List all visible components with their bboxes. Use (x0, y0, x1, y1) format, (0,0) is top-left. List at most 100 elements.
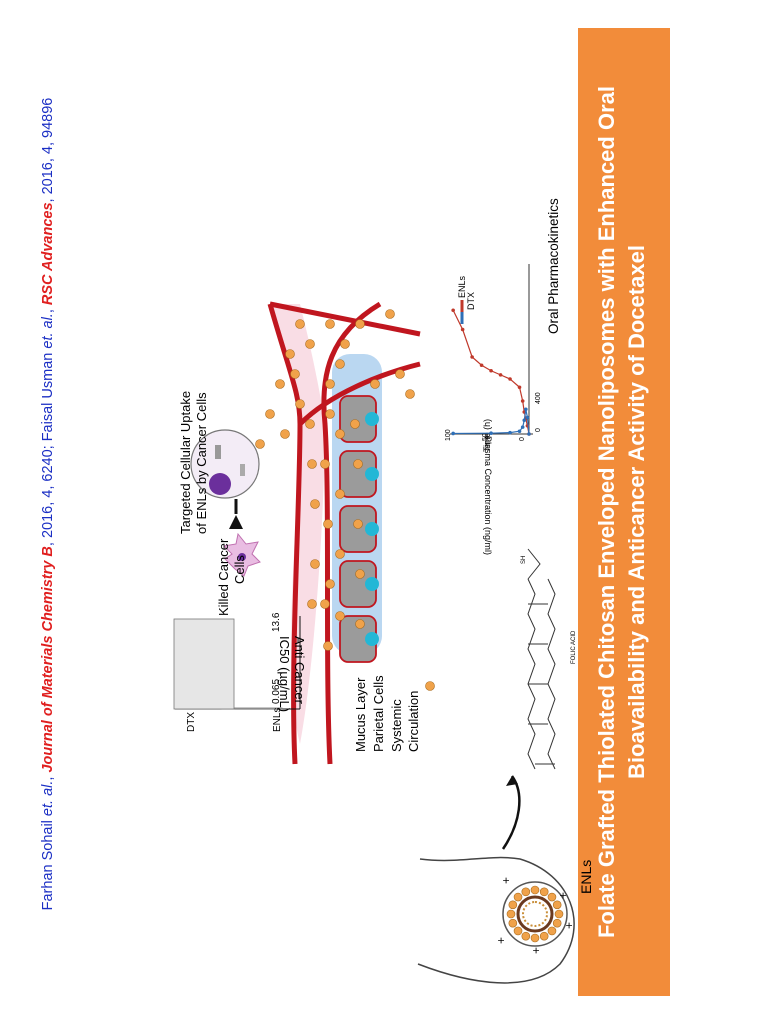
arrow-head (506, 776, 518, 786)
vessel-wall-upper (267, 303, 303, 765)
nucleus (365, 412, 379, 426)
enl-particle (265, 409, 275, 419)
enl-particle (335, 611, 345, 621)
killed-label-1: Killed Cancer (216, 538, 231, 616)
pk-point-dtx (517, 429, 522, 434)
enl-particle (305, 419, 315, 429)
pk-point-dtx (527, 432, 531, 436)
cancer-cell-icon (190, 429, 260, 499)
enl-particle (307, 599, 317, 609)
lipid-particle (539, 931, 549, 941)
enl-particle (325, 379, 335, 389)
enl-particle (320, 599, 330, 609)
enl-particle (325, 579, 335, 589)
pk-point-enls (451, 308, 455, 313)
citation-etal-2: et. al. (40, 313, 56, 349)
lipid-particle (552, 900, 562, 910)
nucleus (365, 522, 379, 536)
ic50-ylabel: Anti Cancer IC50 (µg/mL) (277, 636, 307, 712)
enl-particle (275, 379, 285, 389)
citation: Farhan Sohail et. al., Journal of Materi… (40, 44, 56, 964)
systemic-label-2: Circulation (406, 691, 421, 752)
citation-sep: , (40, 772, 56, 781)
sh-label: SH (521, 556, 527, 564)
pk-point-enls (508, 377, 512, 381)
lipid-particle (521, 887, 531, 897)
lipid-particle (513, 892, 523, 902)
lipid-particle (552, 918, 562, 928)
targeted-label-1: Targeted Cellular Uptake (178, 391, 193, 534)
pk-point-enls (517, 385, 522, 390)
citation-authors: Farhan Sohail (40, 816, 56, 911)
pk-point-dtx (451, 431, 455, 436)
enl-particle (335, 489, 345, 499)
pk-chart-title: Oral Pharmacokinetics (546, 198, 561, 334)
targeted-label-2: of ENLs by Cancer Cells (194, 392, 209, 534)
enl-particle (325, 319, 335, 329)
pk-point-dtx (525, 415, 530, 420)
enl-particle (305, 339, 315, 349)
killed-label-2: Cells (232, 555, 247, 584)
nucleus (365, 467, 379, 481)
chitosan-structure (527, 548, 556, 770)
pk-x-tick-label-100: 100 (445, 429, 452, 441)
svg-text:+: + (562, 922, 576, 929)
enl-particle (405, 389, 415, 399)
enl-particle (323, 641, 333, 651)
enl-particle (325, 409, 335, 419)
pk-point-enls (520, 399, 525, 403)
nucleus (365, 632, 379, 646)
legend-enls-label: ENLs (457, 275, 467, 298)
enl-particle (355, 619, 365, 629)
lipid-particle (530, 933, 540, 943)
lipid-particle (554, 909, 564, 919)
lipid-particle (530, 885, 540, 895)
enl-particle (255, 439, 265, 449)
pk-point-enls (498, 373, 503, 377)
citation-etal: et. al. (40, 780, 56, 817)
enls-label: ENLs (578, 860, 594, 894)
enl-particle (425, 681, 435, 691)
svg-text:Anti Cancer: Anti Cancer (292, 636, 307, 705)
enl-particle (310, 499, 320, 509)
pk-point-enls (489, 368, 493, 373)
enl-particle (355, 569, 365, 579)
mucus-layer-label: Mucus Layer (353, 677, 368, 752)
pk-point-dtx (522, 418, 527, 423)
svg-text:+: + (529, 947, 543, 954)
enl-particle (385, 309, 395, 319)
enl-particle (335, 549, 345, 559)
pk-y-tick-label-400: 400 (535, 392, 542, 404)
enl-particle (285, 349, 295, 359)
enl-particle (353, 459, 363, 469)
nucleus (365, 577, 379, 591)
systemic-label-1: Systemic (389, 699, 404, 752)
enl-particle (295, 319, 305, 329)
enl-particle (323, 519, 333, 529)
ic50-category-dtx: DTX (186, 712, 197, 732)
lipid-particle (513, 926, 523, 936)
svg-text:+: + (494, 937, 508, 944)
ic50-value-dtx: 13.6 (271, 612, 282, 632)
parietal-cells-label: Parietal Cells (371, 675, 386, 752)
enl-particle (353, 519, 363, 529)
legend-dtx-label: DTX (466, 292, 476, 310)
svg-text:Plasma Concentration (ng/ml): Plasma Concentration (ng/ml) (483, 436, 493, 555)
lipid-particle (539, 887, 549, 897)
pk-point-enls (479, 363, 484, 368)
lipid-particle (521, 931, 531, 941)
citation-journal-2: RSC Advances (40, 202, 56, 306)
enl-particle (335, 359, 345, 369)
kill-arrow (229, 515, 243, 529)
vessel-wall-lower (321, 301, 382, 765)
pk-chart: 0 400 0 50 100 Time (h) ENLs DTX (445, 264, 542, 452)
enl-liposome-icon: + + + + + (417, 856, 576, 984)
enl-particle (340, 339, 350, 349)
enl-particle (370, 379, 380, 389)
enl-particle (335, 429, 345, 439)
svg-text:+: + (556, 892, 570, 899)
folic-acid-label: FOLIC ACID (571, 630, 577, 664)
